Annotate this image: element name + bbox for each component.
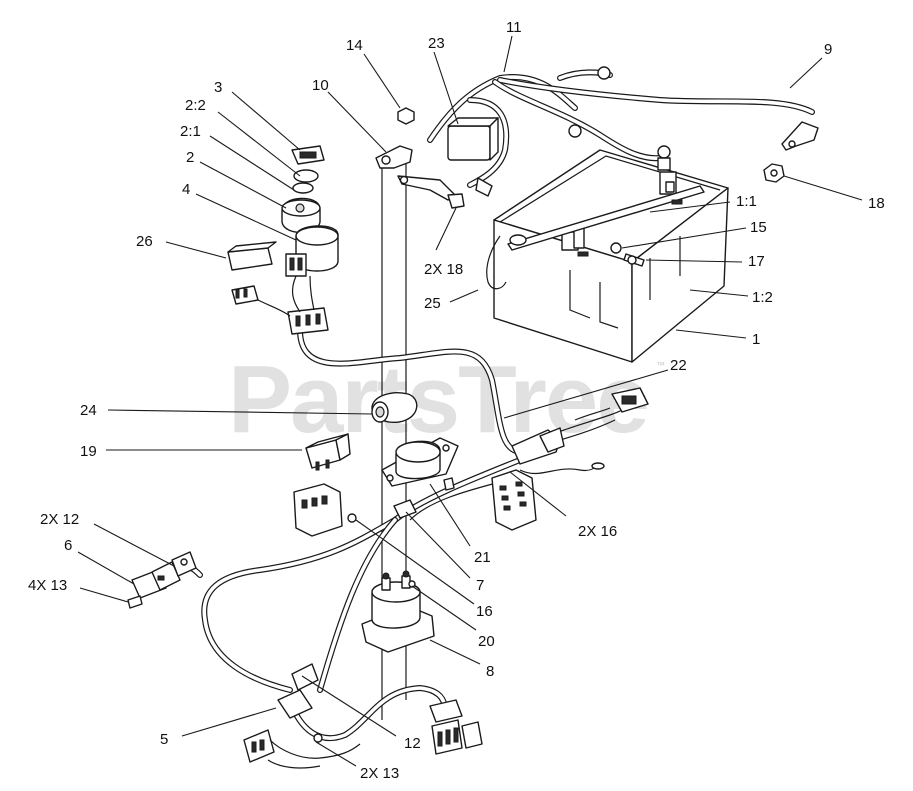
hold-down-rod-eye <box>509 234 527 246</box>
connector-16-left <box>293 483 417 537</box>
callout-6: 6 <box>64 537 72 554</box>
callout-2: 2 <box>186 149 194 166</box>
callout-20: 20 <box>478 633 495 650</box>
callout-26: 26 <box>136 233 153 250</box>
ignition-switch <box>281 145 325 234</box>
callout-21: 21 <box>474 549 491 566</box>
hold-down-rod <box>486 235 507 290</box>
callout-15: 15 <box>750 219 767 236</box>
module-4 <box>285 225 339 277</box>
callout-8: 8 <box>486 663 494 680</box>
control-module <box>381 437 459 491</box>
callout-5: 5 <box>160 731 168 748</box>
callout-2x12: 2X 12 <box>40 511 79 528</box>
callout-24: 24 <box>80 402 97 419</box>
callout-2x18: 2X 18 <box>424 261 463 278</box>
callout-16: 16 <box>476 603 493 620</box>
battery-cables <box>427 66 819 188</box>
callout-2-1: 2:1 <box>180 123 201 140</box>
connector-12-bottom <box>429 699 483 755</box>
ground-lug <box>375 145 493 209</box>
connector-6 <box>127 551 197 609</box>
callout-7: 7 <box>476 577 484 594</box>
callout-3: 3 <box>214 79 222 96</box>
connector-block <box>257 275 329 335</box>
callout-23: 23 <box>428 35 445 52</box>
leader-lines <box>77 35 863 767</box>
callout-19: 19 <box>80 443 97 460</box>
callout-4: 4 <box>182 181 190 198</box>
terminal-bolts <box>610 242 645 267</box>
callout-1-1: 1:1 <box>736 193 757 210</box>
callout-2x13: 2X 13 <box>360 765 399 782</box>
connector-26 <box>227 241 277 305</box>
connector-16-right <box>491 427 565 531</box>
callout-2x16: 2X 16 <box>578 523 617 540</box>
callout-22: 22 <box>670 357 687 374</box>
nut-part <box>397 107 415 125</box>
callout-12: 12 <box>404 735 421 752</box>
callout-25: 25 <box>424 295 441 312</box>
watermark-text: PartsTree <box>228 346 648 453</box>
callout-10: 10 <box>312 77 329 94</box>
callout-4x13: 4X 13 <box>28 577 67 594</box>
callout-1: 1 <box>752 331 760 348</box>
nut-18 <box>763 163 785 183</box>
battery <box>493 145 729 363</box>
connector-5 <box>243 663 361 769</box>
callout-2-2: 2:2 <box>185 97 206 114</box>
callout-14: 14 <box>346 37 363 54</box>
connector-22 <box>574 387 649 470</box>
callout-18: 18 <box>868 195 885 212</box>
callout-labels: 3 2:2 2:1 2 4 26 10 14 23 11 9 18 1:1 15… <box>28 19 885 782</box>
watermark-trademark: ™ <box>656 360 665 370</box>
callout-9: 9 <box>824 41 832 58</box>
callout-1-2: 1:2 <box>752 289 773 306</box>
fuse-holder <box>447 117 499 161</box>
relay <box>305 433 351 471</box>
callout-17: 17 <box>748 253 765 270</box>
starter-solenoid <box>361 570 435 653</box>
terminal-boot <box>371 392 418 424</box>
callout-11: 11 <box>506 19 522 36</box>
wire-harness <box>177 327 646 742</box>
